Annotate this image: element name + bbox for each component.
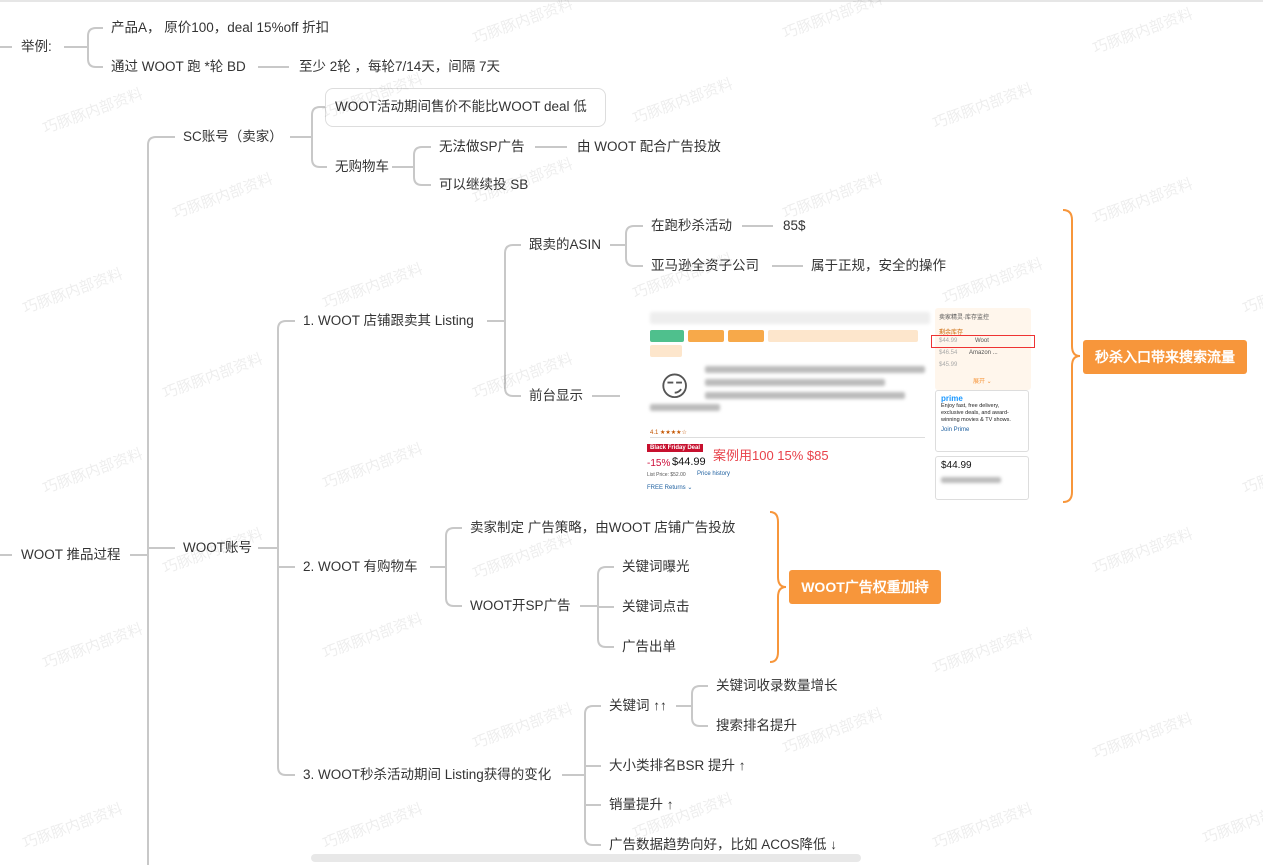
amazon-listing-screenshot[interactable]: 😏 4.1 ★★★★☆ Black Friday Deal 案例用100 15%… — [625, 300, 1061, 500]
node-sc-account[interactable]: SC账号（卖家） — [183, 129, 283, 144]
node-kw-rank[interactable]: 搜索排名提升 — [716, 718, 797, 733]
title-blur — [705, 392, 905, 399]
panel-title: 卖家精灵·库存监控 — [939, 315, 989, 321]
node-woot-sp[interactable]: WOOT开SP广告 — [470, 598, 571, 613]
divider — [650, 437, 925, 438]
deal-badge: Black Friday Deal — [647, 444, 704, 452]
tag — [728, 330, 764, 342]
node-seller-strategy[interactable]: 卖家制定 广告策略，由WOOT 店铺广告投放 — [470, 520, 736, 535]
node-ad-order[interactable]: 广告出单 — [622, 639, 676, 654]
buy-box-blur — [941, 477, 1001, 483]
price-rule-box — [325, 88, 606, 127]
title-blur — [705, 379, 885, 386]
prime-box: prime Enjoy fast, free delivery, exclusi… — [935, 390, 1029, 452]
free-returns-link[interactable]: FREE Returns ⌄ — [647, 485, 693, 491]
callout-ad-weight[interactable]: WOOT广告权重加持 — [789, 570, 941, 604]
list-price: List Price: $52.00 — [647, 472, 686, 478]
node-root[interactable]: WOOT 推品过程 — [21, 547, 121, 562]
node-frontend[interactable]: 前台显示 — [529, 388, 583, 403]
tag — [650, 345, 682, 357]
price-history-link[interactable]: Price history — [697, 471, 731, 477]
node-sales[interactable]: 销量提升 ↑ — [609, 797, 674, 812]
buy-box-price: $44.99 — [941, 460, 972, 471]
tag — [768, 330, 918, 342]
node-flash[interactable]: 在跑秒杀活动 — [651, 218, 732, 233]
offer-price: $44.99 — [939, 338, 958, 344]
node-legit[interactable]: 属于正规，安全的操作 — [811, 258, 946, 273]
node-kw-exposure[interactable]: 关键词曝光 — [622, 559, 690, 574]
prime-text: Enjoy fast, free delivery, exclusive dea… — [941, 403, 1011, 423]
buy-box: $44.99 — [935, 456, 1029, 500]
horizontal-scrollbar[interactable] — [311, 854, 861, 862]
stock-label: 剩余库存 — [939, 330, 964, 336]
discount: -15% — [647, 458, 671, 469]
tag — [650, 330, 684, 342]
title-blur — [650, 404, 720, 411]
node-kw-click[interactable]: 关键词点击 — [622, 599, 690, 614]
node-bsr[interactable]: 大小类排名BSR 提升 ↑ — [609, 758, 746, 773]
expand-link[interactable]: 展开 ⌄ — [973, 379, 992, 385]
node-woot-bd[interactable]: 通过 WOOT 跑 *轮 BD — [111, 59, 246, 74]
offer-seller: Amazon ... — [969, 350, 998, 356]
node-kw-index[interactable]: 关键词收录数量增长 — [716, 678, 838, 693]
bracket-ad-weight — [769, 511, 787, 663]
title-blur — [705, 366, 925, 373]
node-example[interactable]: 举例: — [21, 39, 52, 54]
offer-price: $46.54 — [939, 350, 958, 356]
prime-logo: prime — [941, 394, 963, 403]
bracket-search-traffic — [1062, 209, 1081, 503]
node-rounds[interactable]: 至少 2轮 ，每轮7/14天，间隔 7天 — [299, 59, 501, 74]
node-price-rule[interactable]: WOOT活动期间售价不能比WOOT deal 低 — [335, 99, 587, 114]
rating: 4.1 ★★★★☆ — [650, 430, 687, 436]
node-sb[interactable]: 可以继续投 SB — [439, 177, 529, 192]
join-prime-link[interactable]: Join Prime — [941, 427, 970, 433]
node-no-sp[interactable]: 无法做SP广告 — [439, 139, 525, 154]
node-step1[interactable]: 1. WOOT 店铺跟卖其 Listing — [303, 313, 474, 328]
node-product-a[interactable]: 产品A， 原价100，deal 15%off 折扣 — [111, 20, 330, 35]
tag — [688, 330, 724, 342]
node-step2[interactable]: 2. WOOT 有购物车 — [303, 559, 418, 574]
stock-panel: 卖家精灵·库存监控 剩余库存 $44.99 Woot $46.54 Amazon… — [931, 308, 1035, 390]
annotation: 案例用100 15% $85 — [713, 448, 829, 463]
top-border — [0, 0, 1263, 2]
offer-seller: Woot — [975, 338, 989, 344]
node-asin[interactable]: 跟卖的ASIN — [529, 237, 602, 252]
node-ads-data[interactable]: 广告数据趋势向好，比如 ACOS降低 ↓ — [609, 837, 838, 852]
node-no-cart[interactable]: 无购物车 — [335, 159, 389, 174]
node-price85[interactable]: 85$ — [783, 218, 806, 233]
search-bar — [650, 312, 930, 324]
node-step3[interactable]: 3. WOOT秒杀活动期间 Listing获得的变化 — [303, 767, 552, 782]
price: $44.99 — [672, 456, 706, 468]
emoji-icon: 😏 — [660, 371, 690, 402]
woot-offer-highlight — [931, 335, 1035, 348]
node-subsidiary[interactable]: 亚马逊全资子公司 — [651, 258, 759, 273]
node-woot-ads[interactable]: 由 WOOT 配合广告投放 — [577, 139, 721, 154]
node-keywords[interactable]: 关键词 ↑↑ — [609, 698, 667, 713]
callout-search-traffic[interactable]: 秒杀入口带来搜索流量 — [1083, 340, 1247, 374]
offer-price: $45.99 — [939, 362, 958, 368]
node-woot-account[interactable]: WOOT账号 — [183, 540, 252, 555]
